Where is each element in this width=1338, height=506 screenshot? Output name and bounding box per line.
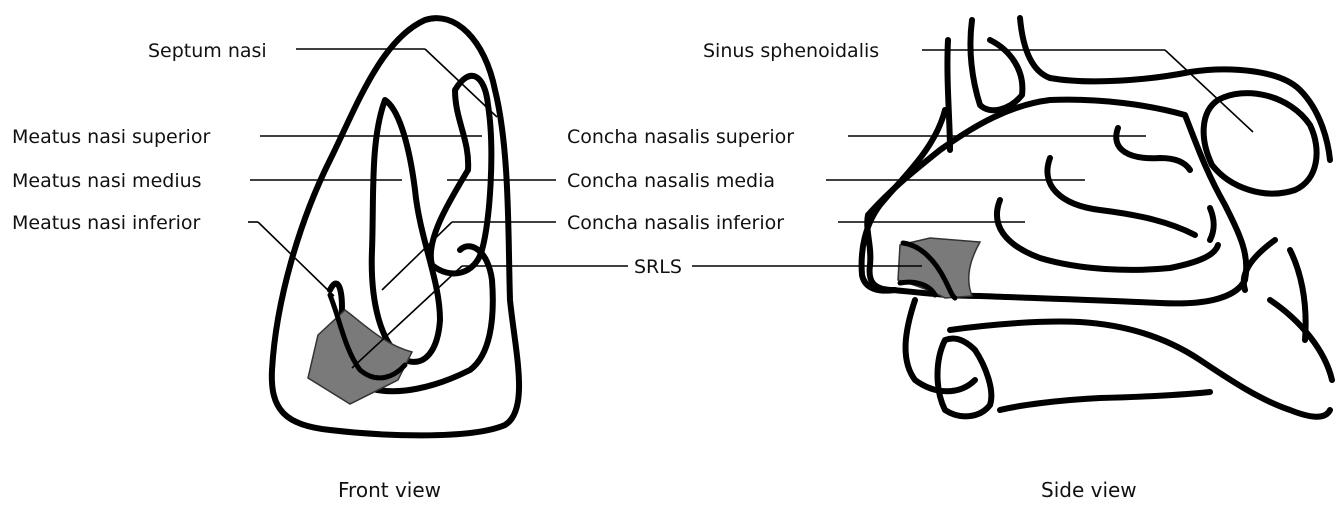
side-inferior-tail (1210, 208, 1214, 240)
side-lip-lower (938, 338, 992, 416)
label-sinus-sphenoidalis: Sinus sphenoidalis (703, 40, 879, 62)
side-sinus-sphenoidalis (1204, 93, 1317, 193)
label-meatus-medius: Meatus nasi medius (12, 170, 202, 192)
front-inner-loop-right (431, 76, 492, 274)
side-top-bar-left (947, 40, 950, 150)
front-view: Septum nasi Meatus nasi superior Meatus … (12, 18, 628, 502)
caption-front-view: Front view (338, 478, 441, 502)
label-meatus-superior: Meatus nasi superior (12, 126, 210, 148)
side-jaw (1000, 300, 1332, 410)
label-srls: SRLS (634, 256, 682, 278)
front-inner-loop-middle (372, 100, 440, 362)
leader-meatus-inferior-diag (258, 222, 334, 296)
label-septum-nasi: Septum nasi (148, 40, 267, 62)
side-view: Sinus sphenoidalis Concha nasalis superi… (567, 18, 1332, 502)
label-concha-superior: Concha nasalis superior (567, 126, 794, 148)
label-concha-media: Concha nasalis media (567, 170, 775, 192)
side-top-frame (970, 20, 1022, 110)
side-top-ridge (1020, 18, 1330, 160)
caption-side-view: Side view (1041, 478, 1137, 502)
label-meatus-inferior: Meatus nasi inferior (12, 212, 200, 234)
side-concha-media (1047, 158, 1195, 235)
leader-concha-inferior-diag (382, 222, 452, 290)
label-concha-inferior: Concha nasalis inferior (567, 212, 784, 234)
side-concha-superior (1116, 128, 1190, 170)
